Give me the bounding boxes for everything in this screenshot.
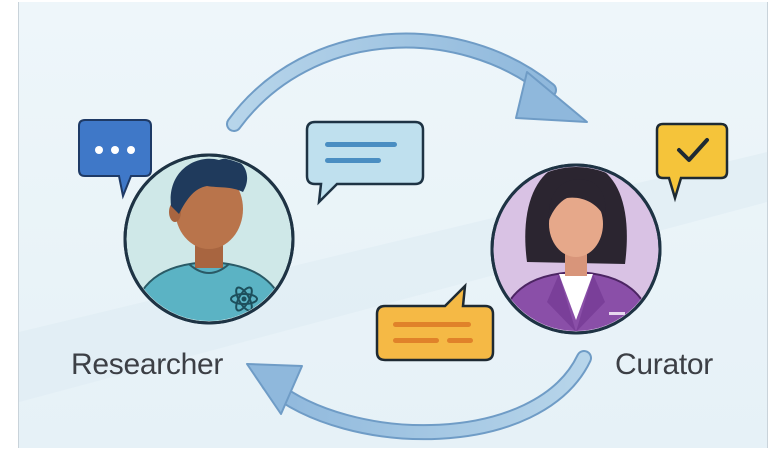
- message-line: [325, 142, 397, 147]
- diagram-scene: [19, 32, 767, 441]
- arrow-curator-to-researcher: [246, 350, 592, 441]
- ellipsis-icon: [95, 146, 135, 154]
- message-bubble-top: [305, 120, 425, 206]
- curator-label: Curator: [615, 348, 713, 381]
- message-bubble-bottom: [375, 282, 495, 362]
- researcher-speech-bubble: [78, 119, 152, 200]
- diagram-canvas: Researcher Curator: [18, 2, 768, 448]
- checkmark-icon: [677, 138, 709, 162]
- curator-avatar: [490, 163, 662, 335]
- message-line: [325, 158, 381, 163]
- message-line: [393, 338, 439, 343]
- arrow-researcher-to-curator: [226, 32, 588, 132]
- researcher-label: Researcher: [71, 348, 224, 381]
- message-line: [393, 322, 471, 327]
- message-line: [447, 338, 473, 343]
- curator-speech-bubble: [655, 122, 729, 203]
